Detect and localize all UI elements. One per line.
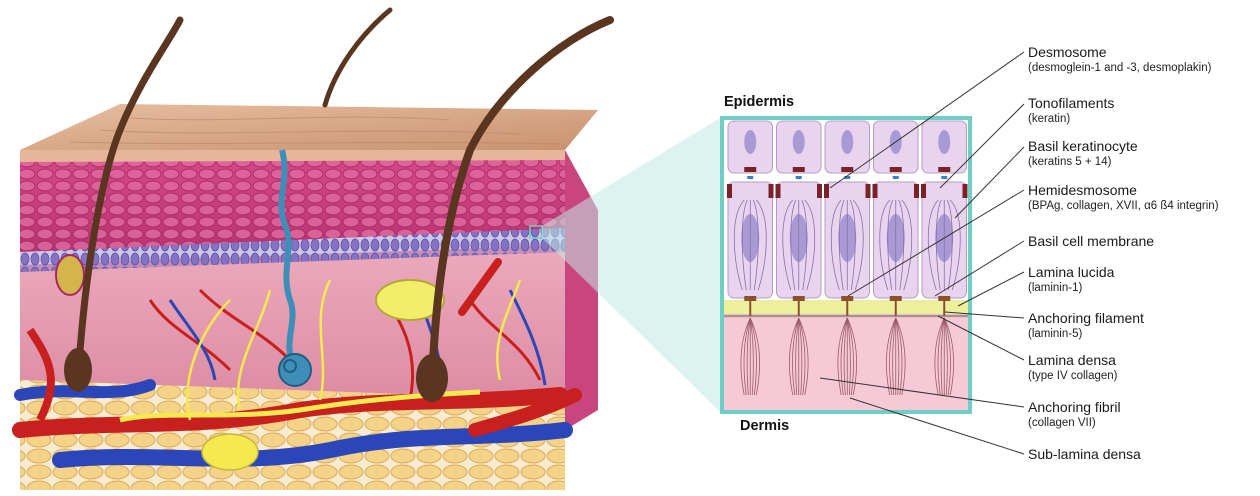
label-desmosome-title: Desmosome [1028,44,1211,61]
label-lamina-lucida: Lamina lucida (laminin-1) [1028,264,1114,296]
dermis-zoom [724,318,968,410]
label-tonofilaments-detail: (keratin) [1028,112,1114,127]
label-hemidesmosome-title: Hemidesmosome [1028,182,1219,199]
desmosome [727,184,732,198]
cell-nucleus [841,130,853,154]
label-basil-cell-membrane-title: Basil cell membrane [1028,233,1154,250]
hemidesmosome [841,296,853,301]
hemidesmosome [744,296,756,301]
desmosome [817,184,822,198]
desmosome-gap [747,176,753,179]
label-basil-keratinocyte: Basil keratinocyte (keratins 5 + 14) [1028,138,1138,170]
label-lamina-densa-title: Lamina densa [1028,352,1118,369]
label-lamina-lucida-detail: (laminin-1) [1028,281,1114,296]
desmosome [841,167,853,172]
epidermis-region-label: Epidermis [724,94,794,110]
label-lamina-densa: Lamina densa (type IV collagen) [1028,352,1118,384]
hemidesmosome [793,296,805,301]
label-basil-keratinocyte-title: Basil keratinocyte [1028,138,1138,155]
label-anchoring-fibril-title: Anchoring fibril [1028,399,1121,416]
desmosome [873,184,878,198]
label-tonofilaments: Tonofilaments (keratin) [1028,95,1114,127]
desmosome [914,184,919,198]
label-lamina-lucida-title: Lamina lucida [1028,264,1114,281]
label-sub-lamina-densa-title: Sub-lamina densa [1028,446,1141,463]
desmosome [963,184,968,198]
label-tonofilaments-title: Tonofilaments [1028,95,1114,112]
hemidesmosome [890,296,902,301]
zoom-panel [722,118,970,412]
desmosome [744,167,756,172]
cell-nucleus [744,130,756,154]
lamina-lucida-band [724,300,968,314]
label-anchoring-fibril: Anchoring fibril (collagen VII) [1028,399,1121,431]
hemidesmosome [938,296,950,301]
label-sub-lamina-densa: Sub-lamina densa [1028,446,1141,463]
label-basil-cell-membrane: Basil cell membrane [1028,233,1154,250]
cell-nucleus [793,130,805,154]
desmosome [776,184,781,198]
label-desmosome: Desmosome (desmoglein-1 and -3, desmopla… [1028,44,1211,76]
label-basil-keratinocyte-detail: (keratins 5 + 14) [1028,155,1138,170]
desmosome [769,184,774,198]
desmosome [921,184,926,198]
label-desmosome-detail: (desmoglein-1 and -3, desmoplakin) [1028,61,1211,76]
desmosome [890,167,902,172]
skin-block-side-face [565,150,598,430]
label-lamina-densa-detail: (type IV collagen) [1028,369,1118,384]
label-anchoring-filament-title: Anchoring filament [1028,310,1144,327]
desmosome [866,184,871,198]
dermis-region-label: Dermis [740,418,789,434]
desmosome-gap [941,176,947,179]
desmosome [938,167,950,172]
desmosome-gap [796,176,802,179]
label-hemidesmosome-detail: (BPAg, collagen, XVII, α6 ß4 integrin) [1028,199,1219,214]
desmosome-gap [893,176,899,179]
desmosome [793,167,805,172]
desmosome [824,184,829,198]
keratinocyte-cells [727,121,968,316]
cell-nucleus [938,130,950,154]
label-anchoring-filament-detail: (laminin-5) [1028,327,1144,342]
label-hemidesmosome: Hemidesmosome (BPAg, collagen, XVII, α6 … [1028,182,1219,214]
label-anchoring-filament: Anchoring filament (laminin-5) [1028,310,1144,342]
label-anchoring-fibril-detail: (collagen VII) [1028,416,1121,431]
pacinian-corpuscle [202,434,258,470]
skin-block [20,10,610,490]
